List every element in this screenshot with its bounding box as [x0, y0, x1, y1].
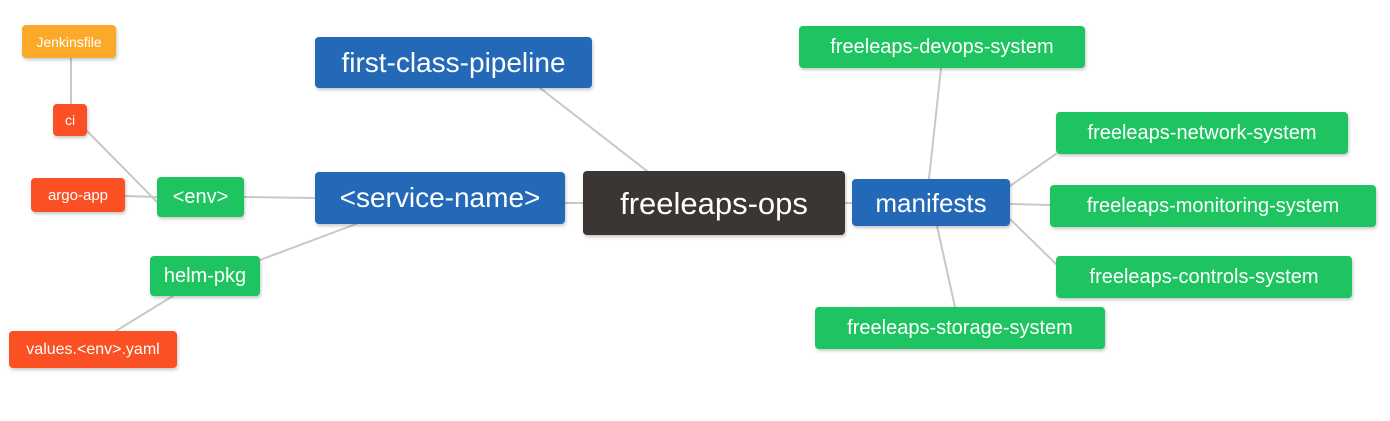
node-label-values-yaml: values.<env>.yaml — [26, 340, 160, 358]
node-first-class-pipeline[interactable]: first-class-pipeline — [315, 37, 592, 88]
node-label-manifests: manifests — [875, 187, 987, 218]
edge-freeleaps-monitoring-system-to-manifests — [1009, 203, 1051, 206]
node-label-freeleaps-devops-system: freeleaps-devops-system — [830, 36, 1054, 58]
edge-values-yaml-to-helm-pkg — [115, 293, 177, 332]
node-label-freeleaps-ops: freeleaps-ops — [620, 185, 808, 221]
node-manifests[interactable]: manifests — [852, 179, 1010, 226]
edge-helm-pkg-to-service-name — [259, 223, 357, 261]
node-freeleaps-network-system[interactable]: freeleaps-network-system — [1056, 112, 1348, 154]
node-label-service-name: <service-name> — [339, 182, 541, 213]
edge-argo-app-to-env — [124, 195, 158, 198]
node-jenkinsfile[interactable]: Jenkinsfile — [22, 25, 116, 58]
node-freeleaps-monitoring-system[interactable]: freeleaps-monitoring-system — [1050, 185, 1376, 227]
edge-freeleaps-network-system-to-manifests — [1009, 153, 1057, 187]
node-argo-app[interactable]: argo-app — [31, 178, 125, 212]
node-freeleaps-storage-system[interactable]: freeleaps-storage-system — [815, 307, 1105, 349]
node-label-ci: ci — [64, 112, 76, 128]
node-freeleaps-ops[interactable]: freeleaps-ops — [583, 171, 845, 235]
node-helm-pkg[interactable]: helm-pkg — [150, 256, 260, 296]
node-label-helm-pkg: helm-pkg — [163, 265, 247, 287]
node-freeleaps-controls-system[interactable]: freeleaps-controls-system — [1056, 256, 1352, 298]
node-env[interactable]: <env> — [157, 177, 244, 217]
edge-first-class-pipeline-to-freeleaps-ops — [539, 87, 648, 172]
node-freeleaps-devops-system[interactable]: freeleaps-devops-system — [799, 26, 1085, 68]
node-label-freeleaps-storage-system: freeleaps-storage-system — [847, 317, 1073, 339]
node-label-first-class-pipeline: first-class-pipeline — [341, 46, 566, 78]
node-label-freeleaps-monitoring-system: freeleaps-monitoring-system — [1086, 195, 1340, 217]
node-label-freeleaps-network-system: freeleaps-network-system — [1087, 122, 1317, 144]
node-label-freeleaps-controls-system: freeleaps-controls-system — [1089, 266, 1319, 288]
node-label-env: <env> — [172, 186, 229, 208]
node-service-name[interactable]: <service-name> — [315, 172, 565, 224]
edge-env-to-service-name — [243, 196, 316, 199]
edge-freeleaps-controls-system-to-manifests — [1009, 218, 1057, 265]
node-ci[interactable]: ci — [53, 104, 87, 136]
node-label-argo-app: argo-app — [47, 186, 109, 204]
node-label-jenkinsfile: Jenkinsfile — [36, 33, 102, 50]
node-values-yaml[interactable]: values.<env>.yaml — [9, 331, 177, 368]
edge-freeleaps-devops-system-to-manifests — [928, 67, 942, 180]
edge-freeleaps-storage-system-to-manifests — [936, 225, 956, 308]
